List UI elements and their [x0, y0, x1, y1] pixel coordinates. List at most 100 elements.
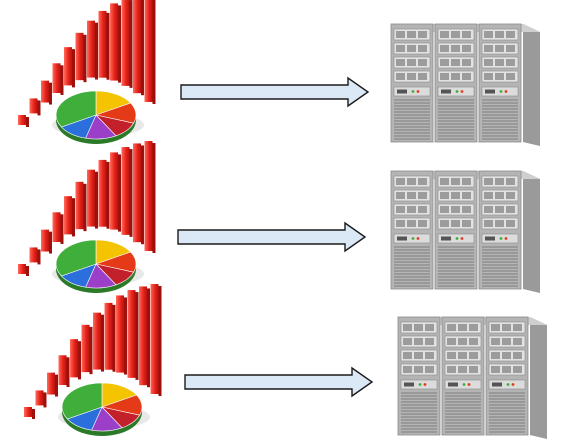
chart-bar-side [135, 292, 139, 380]
arrow-shape [180, 76, 370, 108]
status-led [411, 90, 415, 93]
drive-slot [447, 366, 456, 373]
bar-pie-chart-icon [12, 141, 182, 302]
drive-slot [491, 338, 500, 345]
flow-row-3 [0, 284, 561, 446]
chart-bar [150, 284, 159, 395]
chart-bar-side [37, 100, 41, 116]
chart-bar-side [158, 286, 162, 397]
display [397, 236, 407, 241]
drive-slot [414, 338, 423, 345]
arrow-graphic [180, 76, 370, 108]
chart-bar [75, 181, 84, 230]
drive-slot [403, 366, 412, 373]
chart-bar-side [118, 5, 121, 83]
drive-slot [495, 206, 504, 213]
drive-slot [418, 59, 427, 66]
pie-slice [55, 90, 97, 128]
chart-bar [64, 47, 72, 86]
arrow-shape [184, 366, 374, 398]
chart-bar-side [95, 171, 98, 229]
chart-bar-side [89, 326, 93, 375]
server-graphic [390, 23, 540, 146]
chart-bar [127, 290, 136, 378]
drive-slot [506, 73, 515, 80]
chart-bar [144, 0, 153, 103]
chart-bar-side [83, 34, 87, 83]
status-led [506, 383, 510, 386]
drive-slot [447, 324, 456, 331]
chart-bar [58, 355, 67, 386]
drive-slot [462, 45, 471, 52]
drive-slot [513, 352, 522, 359]
status-led [467, 383, 471, 386]
status-led [416, 90, 420, 93]
drive-slot [396, 206, 405, 213]
chart-bar-side [112, 304, 116, 372]
server-rack-icon [385, 20, 545, 150]
drive-slot [506, 220, 515, 227]
display [441, 236, 451, 241]
server-rack-icon [385, 167, 545, 297]
right-arrow [177, 221, 367, 253]
display [448, 382, 458, 387]
chart-graphic [18, 141, 156, 293]
drive-slot [440, 178, 449, 185]
drive-slot [484, 178, 493, 185]
status-led [455, 237, 459, 240]
chart-bar-side [49, 231, 52, 254]
drive-slot [418, 206, 427, 213]
drive-slot [502, 324, 511, 331]
chart-bar-side [152, 143, 156, 254]
status-led [416, 237, 420, 240]
chart-bar [18, 264, 26, 274]
right-arrow [184, 366, 374, 398]
drive-slot [451, 206, 460, 213]
drive-slot [440, 192, 449, 199]
chart-bar [41, 229, 49, 252]
drive-slot [418, 31, 427, 38]
chart-bar [139, 286, 147, 386]
chart-bar [104, 302, 113, 370]
status-led [418, 383, 422, 386]
drive-slot [451, 45, 460, 52]
server-graphic [397, 316, 547, 439]
display [492, 382, 502, 387]
drive-slot [458, 352, 467, 359]
status-led [499, 237, 503, 240]
drive-slot [469, 338, 478, 345]
drive-slot [506, 31, 515, 38]
drive-slot [495, 178, 504, 185]
display [441, 89, 451, 94]
chart-bar [47, 372, 55, 395]
chart-bar [52, 212, 61, 243]
chart-bar-side [49, 82, 52, 105]
drive-slot [425, 352, 434, 359]
drive-slot [506, 59, 515, 66]
drive-slot [414, 324, 423, 331]
chart-bar-side [26, 266, 29, 276]
drive-slot [462, 178, 471, 185]
chart-bar [87, 169, 95, 227]
drive-slot [513, 366, 522, 373]
drive-slot [451, 220, 460, 227]
chart-bar [81, 324, 90, 373]
drive-slot [484, 45, 493, 52]
drive-slot [425, 324, 434, 331]
drive-slot [506, 206, 515, 213]
chart-graphic [18, 0, 156, 144]
drive-slot [484, 220, 493, 227]
drive-slot [469, 352, 478, 359]
bar-pie-chart-icon [18, 284, 188, 445]
chart-bar-side [60, 65, 64, 96]
status-led [511, 383, 515, 386]
drive-slot [447, 352, 456, 359]
chart-bar-side [106, 12, 110, 80]
drive-slot [451, 178, 460, 185]
display [404, 382, 414, 387]
drive-slot [396, 192, 405, 199]
drive-slot [396, 59, 405, 66]
drive-slot [414, 352, 423, 359]
chart-bar-side [141, 0, 144, 96]
status-led [462, 383, 466, 386]
